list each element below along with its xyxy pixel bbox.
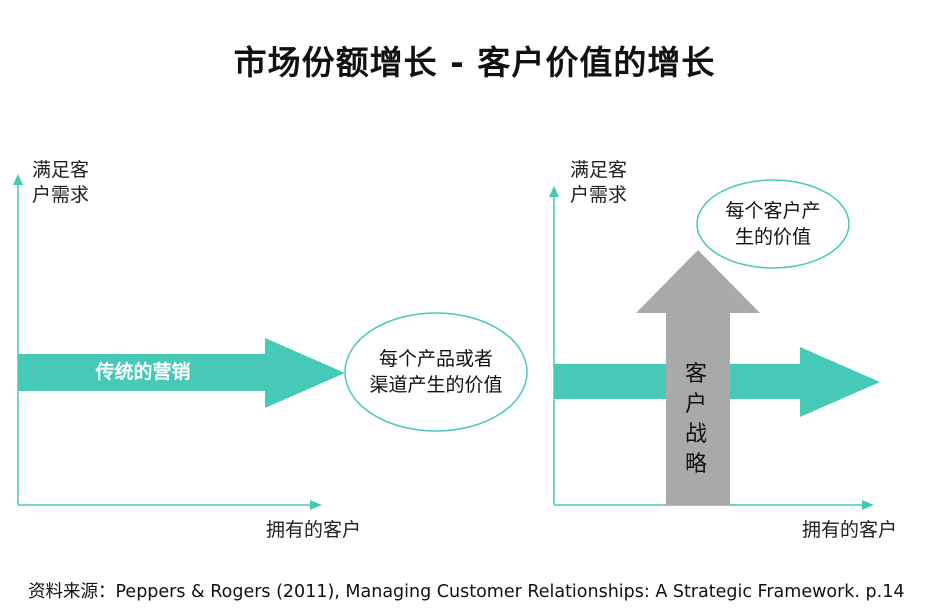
right-y-axis-label: 满足客 户需求 bbox=[570, 158, 627, 208]
right-x-axis-label: 拥有的客户 bbox=[802, 519, 898, 541]
left-x-axis-label: 拥有的客户 bbox=[266, 519, 362, 541]
customer-value-bubble bbox=[696, 179, 850, 269]
left-y-axis-arrowhead bbox=[13, 174, 23, 185]
traditional-marketing-arrow bbox=[18, 338, 345, 408]
strategy-char: 客 bbox=[684, 362, 709, 387]
left-y-axis-label-line: 户需求 bbox=[32, 184, 90, 206]
traditional-marketing-label: 传统的营销 bbox=[95, 361, 191, 383]
customer-strategy-label: 客 户 战 略 bbox=[666, 360, 728, 480]
strategy-char: 战 bbox=[684, 422, 709, 447]
left-y-axis-label-line: 满足客 bbox=[32, 159, 90, 181]
right-y-axis-label-line: 户需求 bbox=[570, 184, 628, 206]
right-y-axis-label-line: 满足客 bbox=[570, 159, 628, 181]
bubble-text-line: 每个产品或者 bbox=[378, 348, 493, 370]
right-x-axis-arrowhead bbox=[862, 500, 874, 510]
bubble-text-line: 每个客户产 bbox=[725, 200, 821, 222]
bubble-text-line: 渠道产生的价值 bbox=[369, 374, 503, 396]
source-citation: 资料来源：Peppers & Rogers (2011), Managing C… bbox=[28, 582, 905, 602]
page-title: 市场份额增长 - 客户价值的增长 bbox=[233, 43, 716, 82]
left-y-axis-label: 满足客 户需求 bbox=[32, 158, 89, 208]
strategy-char: 略 bbox=[684, 452, 709, 477]
left-x-axis-arrowhead bbox=[310, 500, 322, 510]
right-y-axis-arrowhead bbox=[549, 186, 559, 197]
left-axes bbox=[13, 174, 322, 510]
product-value-bubble-text: 每个产品或者 渠道产生的价值 bbox=[346, 346, 526, 398]
product-value-bubble bbox=[344, 312, 528, 432]
customer-value-bubble-text: 每个客户产 生的价值 bbox=[698, 198, 848, 250]
customer-strategy-arrow bbox=[636, 250, 760, 505]
bubble-text-line: 生的价值 bbox=[734, 226, 811, 248]
strategy-char: 户 bbox=[684, 392, 709, 417]
